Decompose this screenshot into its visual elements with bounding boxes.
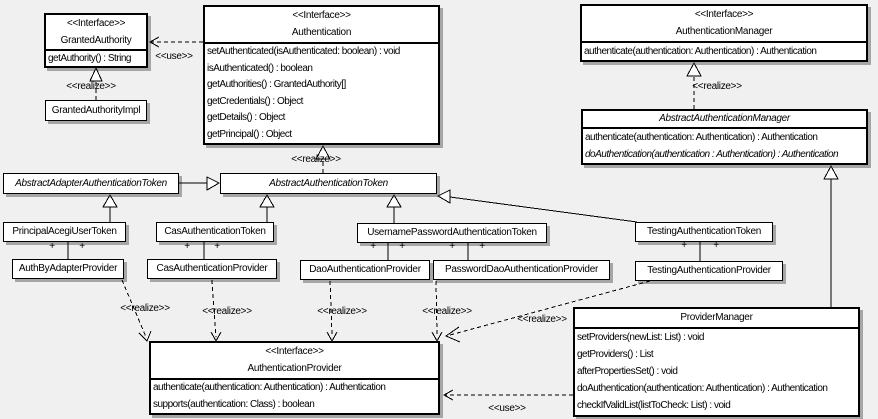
association-end-label: + [399,241,405,252]
class-name: CasAuthenticationToken [164,226,266,237]
class-box-username-password-authentication-token: UsernamePasswordAuthenticationToken [357,223,547,243]
class-name: DaoAuthenticationProvider [309,264,421,275]
class-box-principal-acegi-user-token: PrincipalAcegiUserToken [3,222,126,242]
realize-label: <<realize>> [202,306,252,317]
class-name: PasswordDaoAuthenticationProvider [445,264,598,275]
method-signature: getAuthorities() : GrantedAuthority[] [207,79,346,91]
method-signature: supports(authentication: Class) : boolea… [153,398,315,410]
class-name: AbstractAuthenticationManager [659,113,790,124]
generalization-usernamepassword-to-abstracttoken [386,194,402,223]
class-box-dao-authentication-provider: DaoAuthenticationProvider [300,260,430,280]
class-box-testing-authentication-provider: TestingAuthenticationProvider [635,261,783,281]
method-list: setProviders(newList: List) : void getPr… [575,329,858,415]
class-name: AbstractAuthenticationToken [269,177,388,189]
association-end-label: + [479,241,485,252]
method-list: authenticate(authentication: Authenticat… [583,129,866,163]
association-end-label: + [681,240,687,251]
class-name: PrincipalAcegiUserToken [12,226,117,237]
method-signature: getCredentials() : Object [207,95,303,107]
generalization-castoken-to-abstracttoken [259,194,275,222]
class-box-auth-by-adapter-provider: AuthByAdapterProvider [12,259,124,279]
class-name: CasAuthenticationProvider [156,263,268,274]
class-box-cas-authentication-provider: CasAuthenticationProvider [147,259,277,279]
class-name: TestingAuthenticationToken [647,226,761,237]
generalization-abstractadapter-to-abstracttoken [179,176,221,191]
stereotype-label: <<Interface>> [694,8,754,20]
method-signature: setAuthenticated(isAuthenticated: boolea… [207,46,400,58]
stereotype-label: <<Interface>> [292,9,351,21]
class-header: <<Interface>> Authentication [205,7,438,44]
method-signature: authenticate(authentication: Authenticat… [584,45,817,57]
class-name: Authentication [291,27,352,39]
class-box-authentication: <<Interface>> Authentication setAuthenti… [203,5,440,145]
class-name: TestingAuthenticationProvider [647,265,771,276]
class-box-abstract-authentication-token: AbstractAuthenticationToken [220,173,437,194]
stereotype-label: <<Interface>> [265,345,324,357]
class-header: <<Interface>> AuthenticationProvider [151,343,438,380]
method-list: setAuthenticated(isAuthenticated: boolea… [205,44,438,143]
class-box-granted-authority-impl: GrantedAuthorityImpl [45,100,147,121]
method-signature: setProviders(newList: List) : void [577,331,704,343]
association-end-label: + [49,241,55,252]
method-signature: getDetails() : Object [207,112,285,124]
method-signature: authenticate(authentication: Authenticat… [585,131,818,143]
class-header: ProviderManager [575,309,858,329]
realize-label: <<realize>> [120,303,170,314]
use-label: <<use>> [155,51,193,62]
realize-label: <<realize>> [66,81,116,92]
class-header: <<Interface>> AuthenticationManager [582,6,866,43]
class-box-testing-authentication-token: TestingAuthenticationToken [635,222,773,242]
class-name: AbstractAdapterAuthenticationToken [15,177,167,189]
method-signature: authenticate(authentication: Authenticat… [153,382,386,394]
method-signature: doAuthentication(authentication : Authen… [585,148,839,160]
class-box-cas-authentication-token: CasAuthenticationToken [156,222,274,242]
use-arrow-providermanager-authenticationprovider [442,389,573,401]
generalization-principal-to-abstractadapter [102,194,118,222]
class-name: AuthByAdapterProvider [18,263,118,274]
method-signature: getPrincipal() : Object [207,128,292,140]
realize-label: <<realize>> [317,306,367,317]
generalization-providermanager-to-abstractmanager [823,164,839,307]
class-header: AbstractAuthenticationManager [583,111,866,129]
generalization-testingtoken-to-abstracttoken [436,189,638,223]
class-name: ProviderManager [680,312,753,323]
class-box-password-dao-authentication-provider: PasswordDaoAuthenticationProvider [433,260,610,280]
method-signature: getProviders() : List [577,348,654,360]
method-signature: checkIfValidList(listToCheck: List) : vo… [577,400,731,412]
class-header: <<Interface>> GrantedAuthority [46,15,146,51]
class-name: GrantedAuthority [60,34,132,46]
association-end-label: + [713,240,719,251]
realize-label: <<realize>> [422,306,472,317]
method-list: getAuthority() : String [46,51,146,66]
stereotype-label: <<Interface>> [66,17,126,29]
realize-label: <<realize>> [291,154,341,165]
association-end-label: + [214,241,220,252]
class-box-authentication-provider: <<Interface>> AuthenticationProvider aut… [149,341,440,415]
method-signature: getAuthority() : String [48,52,131,64]
association-end-label: + [370,241,376,252]
class-name: GrantedAuthorityImpl [51,104,141,116]
realize-label: <<realize>> [692,81,742,92]
class-box-abstract-authentication-manager: AbstractAuthenticationManager authentica… [581,109,868,165]
method-list: authenticate(authentication: Authenticat… [151,380,438,413]
association-end-label: + [184,241,190,252]
class-box-granted-authority: <<Interface>> GrantedAuthority getAuthor… [44,13,148,68]
method-list: authenticate(authentication: Authenticat… [582,43,866,60]
class-name: AuthenticationProvider [247,363,342,375]
class-name: AuthenticationManager [675,26,773,38]
class-box-provider-manager: ProviderManager setProviders(newList: Li… [573,307,860,417]
method-signature: doAuthentication(authentication: Authent… [577,383,828,395]
association-end-label: + [449,241,455,252]
realize-label: <<realize>> [517,314,567,325]
association-end-label: + [79,241,85,252]
class-box-abstract-adapter-authentication-token: AbstractAdapterAuthenticationToken [3,173,179,194]
use-label: <<use>> [488,403,526,414]
method-signature: afterPropertiesSet() : void [577,365,678,377]
method-signature: isAuthenticated() : boolean [207,62,313,74]
class-box-authentication-manager: <<Interface>> AuthenticationManager auth… [580,4,868,62]
class-name: UsernamePasswordAuthenticationToken [367,227,537,238]
use-arrow-authentication-grantedauthority [148,36,203,48]
